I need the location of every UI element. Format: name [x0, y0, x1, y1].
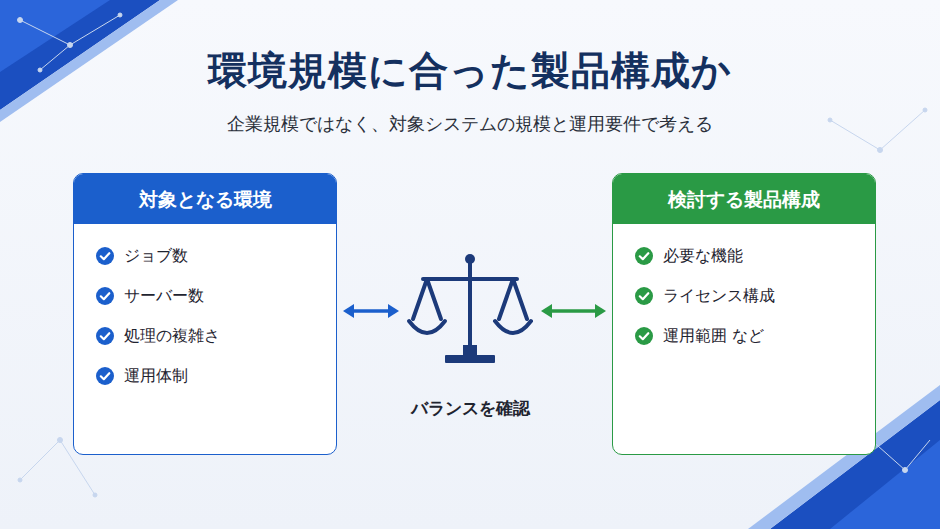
- list-item: 運用範囲 など: [613, 316, 875, 356]
- panel-box: 対象となる環境ジョブ数サーバー数処理の複雑さ運用体制: [73, 173, 337, 455]
- list-item: ライセンス構成: [613, 276, 875, 316]
- subtitle-label: 企業規模ではなく、対象システムの規模と運用要件で考える: [0, 112, 940, 136]
- spacer: [74, 224, 336, 236]
- item-text: 必要な機能: [663, 246, 743, 267]
- panel-heading: 検討する製品構成: [613, 174, 875, 224]
- check-icon: [96, 287, 114, 305]
- balance-scale-icon: [405, 245, 535, 385]
- spacer: [613, 224, 875, 236]
- arrow-head: [388, 304, 399, 318]
- item-text: サーバー数: [124, 286, 204, 307]
- diagram-title: 環境規模に合った製品構成か: [0, 44, 940, 98]
- list-item: サーバー数: [74, 276, 336, 316]
- corner-band: [0, 0, 110, 72]
- corner-stripe: [0, 0, 178, 122]
- double-arrow: [541, 304, 606, 318]
- list-item: 必要な機能: [613, 236, 875, 276]
- double-arrow: [343, 304, 399, 318]
- list-item: ジョブ数: [74, 236, 336, 276]
- check-icon: [96, 327, 114, 345]
- item-text: ジョブ数: [124, 246, 188, 267]
- arrow-line: [551, 309, 596, 313]
- panel-box: 検討する製品構成必要な機能ライセンス構成運用範囲 など: [612, 173, 876, 455]
- item-text: 処理の複雑さ: [124, 326, 220, 347]
- list-item: 運用体制: [74, 356, 336, 396]
- check-icon: [635, 327, 653, 345]
- check-icon: [635, 247, 653, 265]
- arrow-head: [343, 304, 354, 318]
- arrow-line: [353, 309, 389, 313]
- check-icon: [96, 367, 114, 385]
- check-icon: [635, 287, 653, 305]
- balance-node: バランスを確認: [405, 245, 535, 430]
- arrow-head: [541, 304, 552, 318]
- check-icon: [96, 247, 114, 265]
- list-item: 処理の複雑さ: [74, 316, 336, 356]
- scale-label: バランスを確認: [405, 397, 535, 420]
- arrow-head: [595, 304, 606, 318]
- item-text: 運用範囲 など: [663, 326, 764, 347]
- item-text: ライセンス構成: [663, 286, 775, 307]
- panel-heading: 対象となる環境: [74, 174, 336, 224]
- item-text: 運用体制: [124, 366, 188, 387]
